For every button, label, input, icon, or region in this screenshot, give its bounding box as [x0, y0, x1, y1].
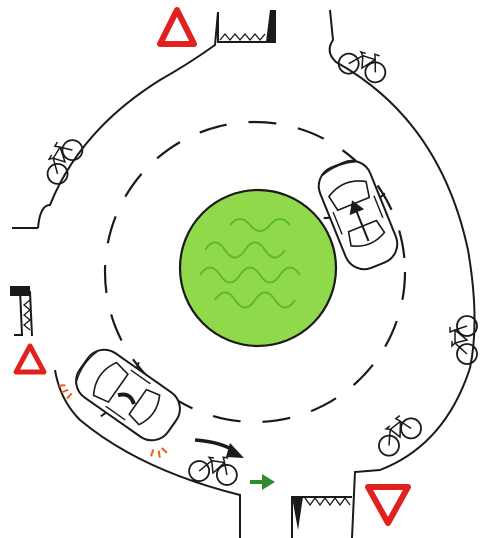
- yield-sign-left: [16, 346, 44, 372]
- green-direction-arrow: [250, 474, 275, 490]
- bicycle-bottom: [188, 453, 239, 486]
- bicycle-right-lower: [371, 409, 425, 460]
- yield-sign-top: [160, 10, 194, 44]
- curb-right-bottom: [352, 368, 470, 538]
- indicator-light-rear: [149, 444, 167, 462]
- car-exiting-roundabout: [55, 332, 200, 463]
- exit-path-arrow: [195, 440, 244, 458]
- traffic-island-top: [218, 10, 276, 42]
- central-island: [180, 190, 336, 346]
- yield-sign-bottom: [368, 487, 408, 523]
- traffic-island-bottom: [292, 497, 352, 538]
